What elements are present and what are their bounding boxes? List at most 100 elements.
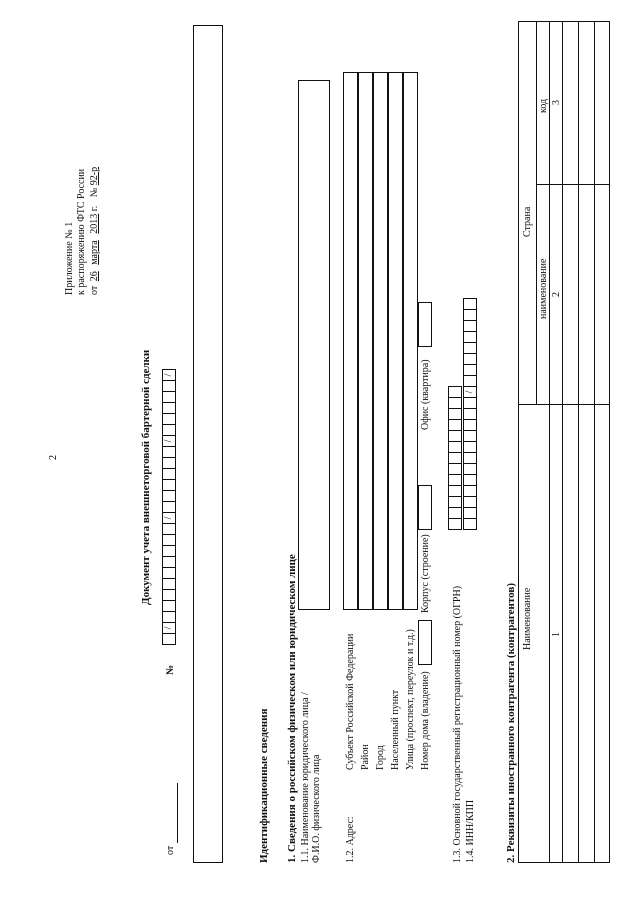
- ogrn-cell[interactable]: [448, 485, 462, 497]
- date-suffix: г.: [89, 205, 100, 212]
- ogrn-cell[interactable]: [448, 430, 462, 442]
- number-box-cell[interactable]: [162, 479, 176, 491]
- item-1-4: 1.4. ИНН/КПП: [465, 799, 476, 863]
- inn-kpp-cell[interactable]: [463, 419, 477, 431]
- inn-kpp-cell[interactable]: [463, 474, 477, 486]
- ogrn-cell[interactable]: [448, 452, 462, 464]
- address-street-box[interactable]: [403, 72, 418, 610]
- date-prefix: от: [89, 285, 100, 295]
- ogrn-cell[interactable]: [448, 518, 462, 530]
- date-year: 2013: [89, 213, 100, 234]
- number-box-cell[interactable]: [162, 402, 176, 414]
- ogrn-cell[interactable]: [448, 419, 462, 431]
- ogrn-cell[interactable]: [448, 408, 462, 420]
- address-locality-box[interactable]: [388, 72, 403, 610]
- inn-kpp-cell[interactable]: [463, 452, 477, 464]
- from-underline: [177, 783, 178, 843]
- inn-kpp-cell[interactable]: [463, 342, 477, 354]
- ogrn-cell[interactable]: [448, 397, 462, 409]
- inn-kpp-cell[interactable]: [463, 441, 477, 453]
- number-box-cell[interactable]: [162, 611, 176, 623]
- address-label-city: Город: [375, 745, 386, 770]
- inn-kpp-cell[interactable]: [463, 463, 477, 475]
- name-input-box[interactable]: [298, 80, 330, 610]
- inn-kpp-separator[interactable]: /: [463, 386, 477, 398]
- table-hline-row1: [578, 21, 579, 863]
- number-box-cell[interactable]: /: [162, 369, 176, 381]
- inn-kpp-cell[interactable]: [463, 397, 477, 409]
- number-box-cell[interactable]: [162, 468, 176, 480]
- number-box-cell[interactable]: [162, 391, 176, 403]
- inn-kpp-cell[interactable]: [463, 430, 477, 442]
- address-label-locality: Населенный пункт: [390, 689, 401, 770]
- date-month: марта: [89, 240, 100, 265]
- table-hline-numbers: [562, 21, 563, 863]
- inn-kpp-cell[interactable]: [463, 408, 477, 420]
- number-box-cell[interactable]: [162, 501, 176, 513]
- number-box-cell[interactable]: [162, 424, 176, 436]
- number-box-cell[interactable]: [162, 567, 176, 579]
- inn-kpp-cell[interactable]: [463, 320, 477, 332]
- inn-kpp-cell[interactable]: [463, 364, 477, 376]
- inn-kpp-cell[interactable]: [463, 507, 477, 519]
- table-hline-header: [549, 21, 550, 863]
- from-label: от: [165, 845, 176, 855]
- ogrn-cell[interactable]: [448, 386, 462, 398]
- ogrn-cell[interactable]: [448, 474, 462, 486]
- number-box-cell[interactable]: [162, 413, 176, 425]
- number-box-cell[interactable]: /: [162, 435, 176, 447]
- number-box-cell[interactable]: /: [162, 622, 176, 634]
- number-box-cell[interactable]: [162, 446, 176, 458]
- number-box-cell[interactable]: [162, 545, 176, 557]
- inn-kpp-cell[interactable]: [463, 309, 477, 321]
- number-box-cell[interactable]: [162, 600, 176, 612]
- inn-kpp-cell[interactable]: [463, 375, 477, 387]
- number-box-cell[interactable]: [162, 589, 176, 601]
- col-country-name-header: наименование: [538, 258, 549, 319]
- number-label: №: [165, 664, 176, 675]
- inn-kpp-cell[interactable]: [463, 331, 477, 343]
- number-value: 92-р: [89, 166, 100, 186]
- ogrn-cell[interactable]: [448, 507, 462, 519]
- house-box[interactable]: [418, 620, 432, 665]
- address-subject-box[interactable]: [343, 72, 358, 610]
- col-num-2: 2: [551, 292, 562, 297]
- appendix-date: от 26 марта 2013 г. № 92-р: [89, 167, 101, 295]
- ogrn-cell[interactable]: [448, 496, 462, 508]
- number-box-cell[interactable]: [162, 556, 176, 568]
- number-box-cell[interactable]: [162, 490, 176, 502]
- number-box-cell[interactable]: [162, 457, 176, 469]
- table-vline-1: [518, 404, 610, 405]
- number-prefix: №: [89, 187, 100, 198]
- number-box-cell[interactable]: /: [162, 512, 176, 524]
- office-box[interactable]: [418, 302, 432, 347]
- number-box-cell[interactable]: [162, 633, 176, 645]
- section1-title: 1. Сведения о российском физическом или …: [286, 554, 298, 863]
- address-city-box[interactable]: [373, 72, 388, 610]
- inn-kpp-cell[interactable]: [463, 485, 477, 497]
- number-box-cell[interactable]: [162, 534, 176, 546]
- inn-kpp-cell[interactable]: [463, 353, 477, 365]
- number-box-cell[interactable]: [162, 380, 176, 392]
- header-box[interactable]: [193, 25, 223, 863]
- col-country-header: Страна: [522, 206, 533, 237]
- counterparty-table: [518, 21, 610, 863]
- ogrn-cell[interactable]: [448, 441, 462, 453]
- number-box-cell[interactable]: [162, 523, 176, 535]
- house-label: Номер дома (владение): [420, 671, 431, 770]
- ogrn-cell[interactable]: [448, 463, 462, 475]
- inn-kpp-cell[interactable]: [463, 518, 477, 530]
- inn-kpp-cell[interactable]: [463, 298, 477, 310]
- address-label-subject: Субъект Российской Федерации: [345, 633, 356, 770]
- table-hline-country: [536, 21, 537, 405]
- appendix-line2: к распоряжению ФТС России: [76, 168, 87, 295]
- document-title: Документ учета внешнеторговой бартерной …: [140, 349, 152, 605]
- address-district-box[interactable]: [358, 72, 373, 610]
- inn-kpp-cell[interactable]: [463, 496, 477, 508]
- address-label-street: Улица (проспект, переулок и т.д.): [405, 629, 416, 770]
- table-hline-row2: [594, 21, 595, 863]
- building-box[interactable]: [418, 485, 432, 530]
- col-country-code-header: код: [538, 98, 549, 113]
- number-box-cell[interactable]: [162, 578, 176, 590]
